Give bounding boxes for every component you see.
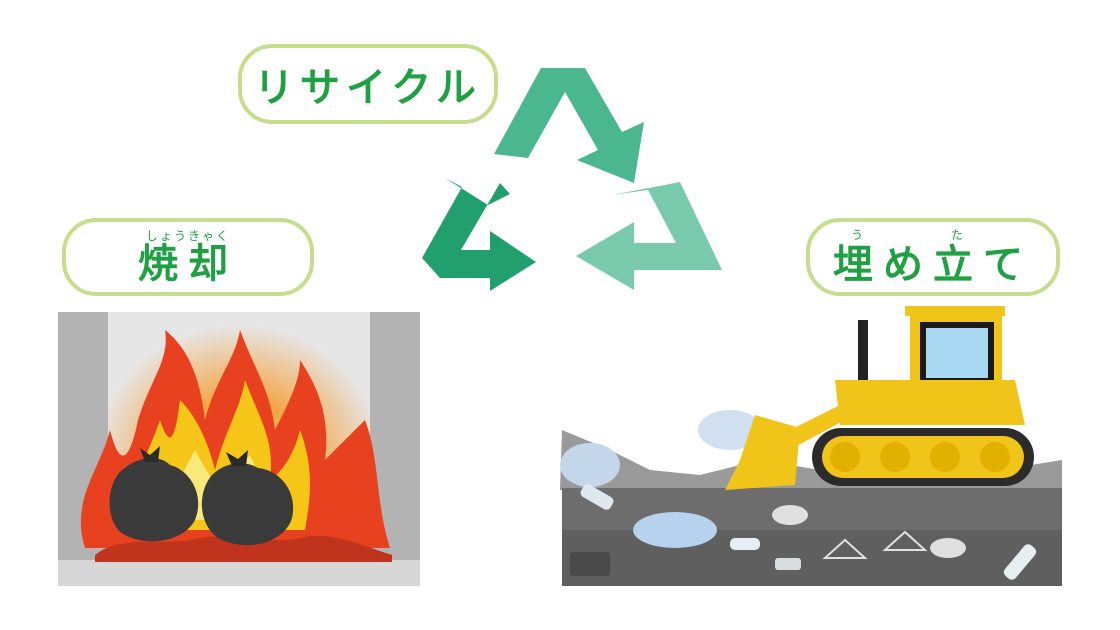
incineration-label: しょうきゃく 焼却 <box>62 218 314 296</box>
trash-bottle-3 <box>1003 544 1037 580</box>
recycle-label: リサイクル <box>238 44 498 124</box>
trash-disc-1 <box>772 505 808 525</box>
bulldozer-wheel-1 <box>830 442 860 472</box>
bulldozer-wheel-4 <box>980 442 1010 472</box>
bulldozer-wheel-2 <box>880 442 910 472</box>
trash-bag-blue-2 <box>560 443 620 487</box>
recycle-arrow-left <box>422 178 536 291</box>
recycle-arrow-right <box>576 182 722 290</box>
trash-can <box>775 558 801 570</box>
landfill-ruby-3: た <box>950 228 965 242</box>
landfill-char-2: め <box>883 242 933 288</box>
trash-bag-blue-1 <box>633 512 717 548</box>
landfill-label: う埋 め た立 て <box>806 218 1060 296</box>
recycle-label-text: リサイクル <box>254 65 482 111</box>
trash-tray <box>570 552 610 576</box>
landfill-char-3: 立 <box>933 242 983 288</box>
ember-bed <box>95 535 392 562</box>
bulldozer-body <box>835 380 1025 425</box>
bulldozer-roof <box>905 306 1005 316</box>
bulldozer-track-inner <box>822 436 1024 478</box>
trash-bottle-1 <box>580 484 614 510</box>
landfill-ground-lower <box>562 530 1062 586</box>
incinerator-floor <box>58 560 420 586</box>
landfill-ruby-1: う <box>850 228 865 242</box>
trash-hanger-2 <box>882 530 928 551</box>
trash-hanger-1 <box>822 538 868 559</box>
landfill-char-1: 埋 <box>833 242 883 288</box>
trash-disc-2 <box>930 538 966 558</box>
landfill-char-4: て <box>983 242 1033 288</box>
recycle-arrow-top <box>494 68 644 183</box>
incineration-text: 焼却 <box>138 241 238 287</box>
bulldozer-exhaust <box>858 320 868 380</box>
garbage-bag-left <box>109 446 199 542</box>
bulldozer-window-glass <box>926 328 988 378</box>
bulldozer-blade <box>725 415 800 490</box>
trash-bag-blue-3 <box>698 410 762 450</box>
incineration-ruby: しょうきゃく <box>145 229 230 243</box>
trash-bottle-2 <box>730 538 760 550</box>
garbage-bag-right <box>201 450 294 546</box>
bulldozer <box>725 306 1034 490</box>
bulldozer-wheel-3 <box>930 442 960 472</box>
